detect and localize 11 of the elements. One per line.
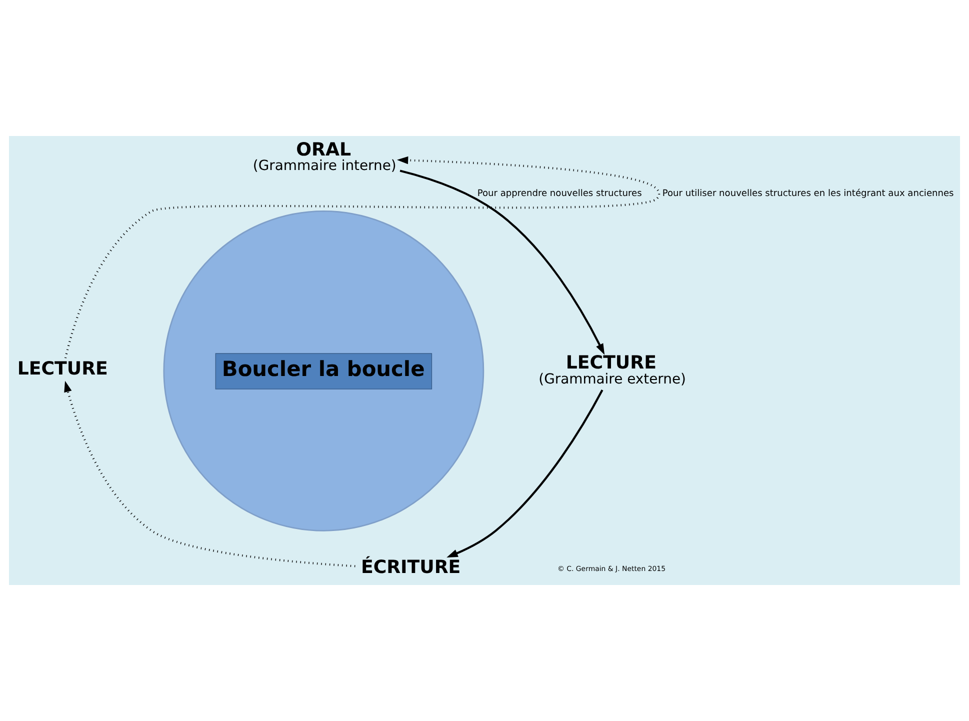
arrow [64, 156, 660, 358]
arrow [400, 170, 605, 355]
node-circle: Boucler la boucle [163, 210, 484, 532]
node-text: ÉCRITURE [360, 557, 461, 578]
node-text: LECTURE (Grammaire externe) [538, 352, 686, 388]
edge-label: Pour apprendre nouvelles structures [477, 189, 642, 200]
node-text: ORAL (Grammaire interne) [252, 139, 396, 174]
arrow [64, 380, 356, 568]
node-text: LECTURE [17, 358, 108, 380]
edge-label: Pour utiliser nouvelles structures en les intégrant aux anciennes [662, 189, 954, 200]
arrow [446, 390, 604, 558]
